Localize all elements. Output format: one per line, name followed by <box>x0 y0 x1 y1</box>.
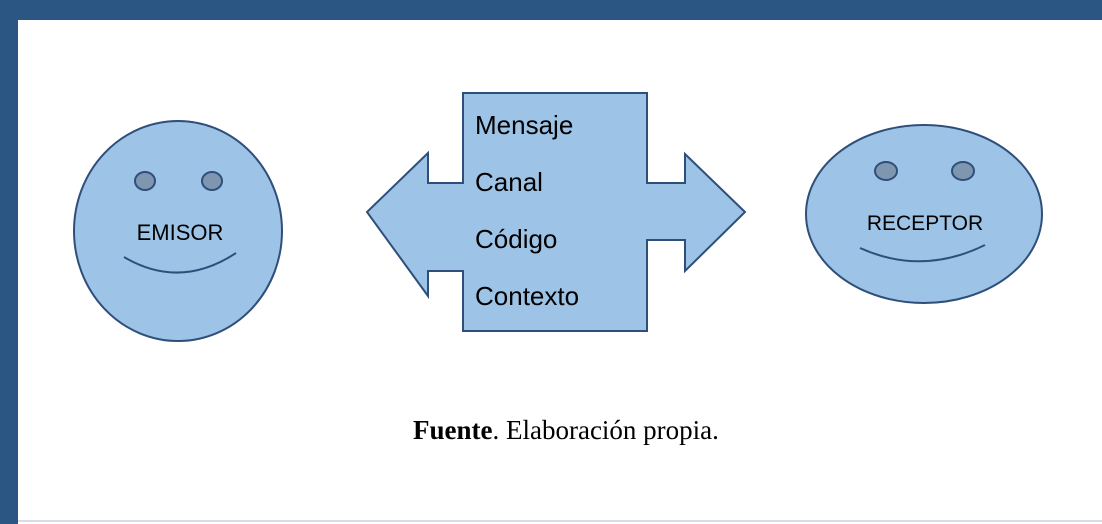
frame-bottom-border <box>18 520 1102 522</box>
double-arrow-shape <box>365 92 747 332</box>
receiver-left-eye <box>874 161 898 181</box>
receiver-smile <box>859 244 986 263</box>
sender-right-eye <box>201 171 223 191</box>
caption: Fuente. Elaboración propia. <box>413 415 719 445</box>
message-item-contexto: Contexto <box>475 281 579 311</box>
sender-face-circle <box>73 120 283 342</box>
message-item-canal: Canal <box>475 167 543 197</box>
frame-top-border <box>0 0 1102 20</box>
sender-face: EMISOR <box>73 120 283 342</box>
message-item-mensaje: Mensaje <box>475 110 573 140</box>
receiver-face-circle <box>805 124 1043 304</box>
sender-left-eye <box>134 171 156 191</box>
receiver-right-eye <box>951 161 975 181</box>
frame-left-border <box>0 0 18 524</box>
message-arrow: Mensaje Canal Código Contexto <box>365 92 747 332</box>
caption-bold: Fuente <box>413 415 493 445</box>
sender-label: EMISOR <box>137 220 224 245</box>
receiver-label: RECEPTOR <box>867 212 983 235</box>
message-item-codigo: Código <box>475 224 557 254</box>
caption-rest: . Elaboración propia. <box>492 415 718 445</box>
sender-smile <box>123 252 237 274</box>
receiver-face: RECEPTOR <box>805 124 1043 304</box>
